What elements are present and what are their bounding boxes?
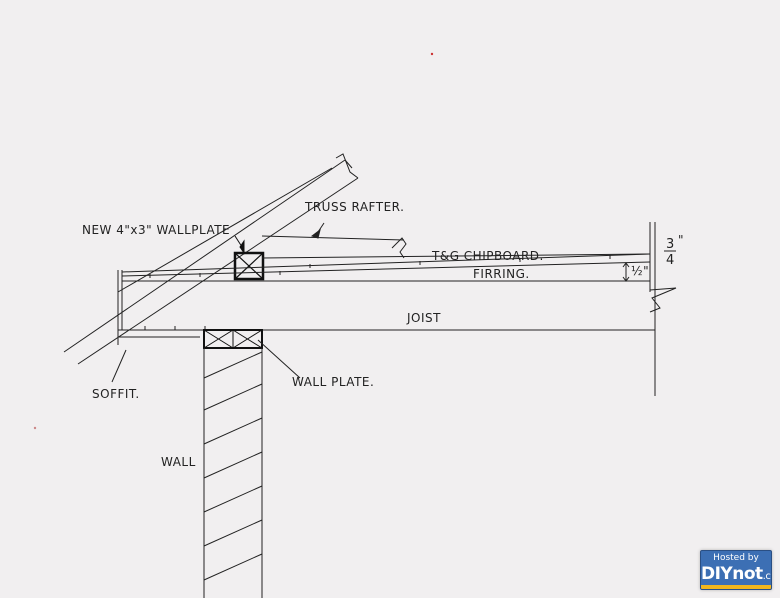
label-chipboard: T&G CHIPBOARD.	[431, 249, 544, 263]
label-soffit: SOFFIT.	[92, 387, 140, 401]
wall-plate	[203, 329, 263, 349]
label-new-wallplate: NEW 4"x3" WALLPLATE	[82, 223, 230, 237]
badge-brand-name: DIYnot.com	[701, 564, 771, 587]
chipboard-layer	[117, 253, 651, 345]
joist-break	[649, 287, 677, 313]
label-joist: JOIST	[406, 311, 441, 325]
diynot-hosted-badge[interactable]: Hosted by DIYnot.com	[700, 550, 772, 590]
label-wall-plate: WALL PLATE.	[292, 375, 374, 389]
label-wall: WALL	[161, 455, 196, 469]
joist	[118, 326, 655, 338]
chipboard-thickness: 3 4 "	[664, 233, 684, 268]
ink-speck	[430, 52, 434, 56]
fraction-denominator: 4	[666, 253, 675, 268]
badge-brand-main: DIYnot	[701, 564, 763, 584]
truss-rafter	[63, 153, 359, 365]
ink-speck	[33, 426, 37, 430]
inch-mark: "	[678, 233, 684, 247]
firring-dimension	[622, 222, 656, 396]
label-firring: FIRRING.	[473, 267, 530, 281]
truss-rafter-leader	[261, 222, 407, 259]
leader-lines	[111, 339, 301, 383]
new-wallplate-block	[233, 235, 265, 281]
label-truss-rafter: TRUSS RAFTER.	[304, 200, 404, 214]
label-half-inch: ½"	[631, 264, 649, 278]
badge-hosted-by: Hosted by	[713, 553, 759, 563]
badge-stripe	[701, 585, 771, 589]
wall	[203, 348, 263, 598]
badge-brand-suffix: .com	[762, 571, 771, 582]
fraction-numerator: 3	[666, 237, 675, 252]
